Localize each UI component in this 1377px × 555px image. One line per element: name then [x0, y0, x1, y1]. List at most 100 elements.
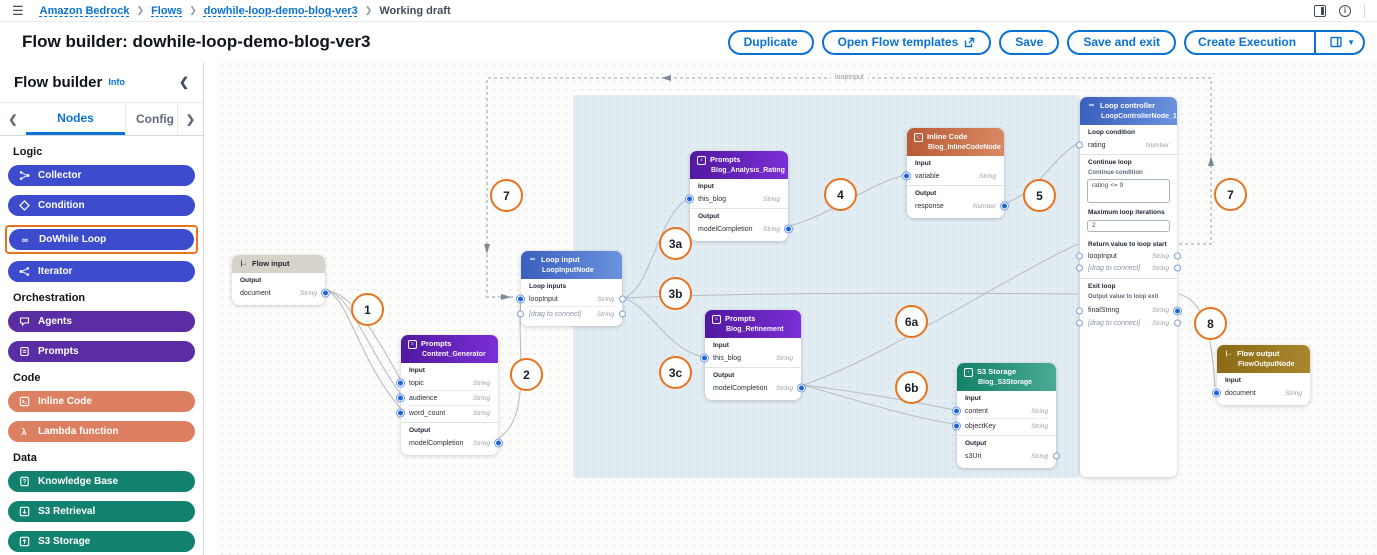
- sidebar-item-collector[interactable]: Collector: [8, 165, 195, 186]
- output-port[interactable]: [1053, 452, 1060, 460]
- output-port[interactable]: [619, 310, 626, 318]
- input-port[interactable]: [953, 407, 960, 415]
- agents-icon: [18, 316, 30, 328]
- continue-loop-label: Continue loop: [1088, 159, 1132, 166]
- row-type: String: [300, 289, 317, 297]
- sidebar-item-s3-retrieval[interactable]: S3 Retrieval: [8, 501, 195, 522]
- max-iterations-input[interactable]: 2: [1087, 220, 1170, 232]
- continue-condition-input[interactable]: rating <= 9: [1087, 179, 1170, 203]
- step-marker: 3a: [659, 227, 692, 260]
- node-type-label: Loop controller: [1100, 101, 1155, 110]
- info-icon[interactable]: i: [1339, 4, 1351, 17]
- input-port[interactable]: [1076, 307, 1083, 314]
- output-section-label: Output: [409, 427, 431, 434]
- row-type: String: [1031, 407, 1048, 415]
- max-iterations-label: Maximum loop iterations: [1088, 209, 1165, 216]
- save-button[interactable]: Save: [999, 29, 1060, 55]
- node-flow-output[interactable]: |→Flow output FlowOutputNode Input docum…: [1213, 345, 1310, 405]
- output-port[interactable]: [619, 295, 626, 303]
- input-port[interactable]: [397, 394, 404, 402]
- sidebar-item-knowledge-base[interactable]: ? Knowledge Base: [8, 471, 195, 492]
- create-execution-button[interactable]: Create Execution: [1198, 35, 1297, 49]
- breadcrumb-amazon-bedrock[interactable]: Amazon Bedrock: [39, 4, 130, 17]
- input-port[interactable]: [397, 409, 404, 417]
- save-and-exit-button[interactable]: Save and exit: [1067, 29, 1177, 55]
- collapse-sidebar-icon[interactable]: ❮: [178, 75, 189, 89]
- s3-storage-icon: ↑: [964, 367, 973, 377]
- node-s3-storage[interactable]: ↑S3 Storage Blog_S3Storage Input content…: [953, 363, 1060, 468]
- page-header: Flow builder: dowhile-loop-demo-blog-ver…: [0, 22, 1377, 62]
- input-port[interactable]: [1076, 264, 1083, 272]
- info-link[interactable]: Info: [108, 77, 125, 87]
- breadcrumb-flow-name[interactable]: dowhile-loop-demo-blog-ver3: [203, 4, 358, 17]
- output-port[interactable]: [1174, 252, 1181, 260]
- node-name-label: Blog_S3Storage: [978, 379, 1033, 386]
- sidebar-item-prompts[interactable]: Prompts: [8, 341, 195, 362]
- external-link-icon: [965, 37, 975, 47]
- node-name-label: Blog_Analysis_Rating: [711, 167, 785, 174]
- step-marker: 3c: [659, 356, 692, 389]
- sidebar-item-iterator[interactable]: Iterator: [8, 261, 195, 282]
- breadcrumb-separator: ❯: [364, 5, 373, 15]
- inline-code-icon: ›_: [914, 132, 923, 142]
- node-name-label: LoopInputNode: [542, 267, 594, 274]
- sidebar-item-lambda-function[interactable]: λ Lambda function: [8, 421, 195, 442]
- hamburger-menu-icon[interactable]: ☰: [12, 2, 24, 18]
- input-section-label: Input: [713, 342, 729, 349]
- input-port[interactable]: [686, 195, 693, 203]
- node-loop-controller[interactable]: ∞Loop controller LoopControllerNode_1 Lo…: [1076, 97, 1181, 477]
- sidebar-item-dowhile-loop[interactable]: ∞ DoWhile Loop: [9, 229, 194, 250]
- node-blog-refinement[interactable]: ≡Prompts Blog_Refinement Input this_blog…: [701, 310, 805, 400]
- output-port[interactable]: [1001, 202, 1008, 210]
- step-marker: 5: [1023, 179, 1056, 212]
- sidebar-item-condition[interactable]: Condition: [8, 195, 195, 216]
- loop-inputs-section-label: Loop inputs: [529, 283, 567, 290]
- output-port[interactable]: [1174, 264, 1181, 272]
- execution-options-button[interactable]: ▼: [1322, 32, 1363, 53]
- input-port[interactable]: [517, 295, 524, 303]
- step-marker: 4: [824, 178, 857, 211]
- input-port[interactable]: [1076, 252, 1083, 260]
- node-inline-code[interactable]: ›_Inline Code Blog_InlineCodeNode Input …: [903, 128, 1008, 218]
- tab-nodes[interactable]: Nodes: [26, 103, 125, 135]
- row-type: String: [763, 225, 780, 233]
- tab-scroll-left-icon[interactable]: ❮: [8, 113, 18, 126]
- input-port[interactable]: [397, 379, 404, 387]
- input-port[interactable]: [1076, 141, 1083, 149]
- node-loop-input[interactable]: ∞Loop input LoopInputNode Loop inputs lo…: [517, 251, 626, 326]
- input-port[interactable]: [701, 354, 708, 362]
- row-name: [drag to connect]: [1088, 264, 1141, 272]
- input-port[interactable]: [517, 310, 524, 318]
- knowledge-base-icon: ?: [18, 476, 30, 488]
- breadcrumb-flows[interactable]: Flows: [151, 4, 183, 17]
- open-flow-templates-button[interactable]: Open Flow templates: [821, 29, 992, 55]
- step-marker: 2: [510, 358, 543, 391]
- side-panel-icon[interactable]: [1314, 4, 1326, 17]
- breadcrumb-bar: ☰ Amazon Bedrock ❯ Flows ❯ dowhile-loop-…: [0, 0, 1377, 22]
- output-port[interactable]: [495, 439, 502, 447]
- node-blog-analysis-rating[interactable]: ≡Prompts Blog_Analysis_Rating Input this…: [686, 151, 792, 241]
- input-port[interactable]: [903, 172, 910, 180]
- sidebar-item-inline-code[interactable]: Inline Code: [8, 391, 195, 412]
- input-port[interactable]: [1076, 319, 1083, 327]
- sidebar-item-agents[interactable]: Agents: [8, 311, 195, 332]
- breadcrumb-working-draft: Working draft: [379, 4, 451, 17]
- sidebar-item-s3-storage[interactable]: S3 Storage: [8, 531, 195, 552]
- output-port[interactable]: [1174, 307, 1181, 314]
- output-port[interactable]: [1174, 319, 1181, 327]
- sidebar-item-label: S3 Retrieval: [38, 506, 96, 517]
- tab-scroll-right-icon[interactable]: ❯: [177, 103, 203, 135]
- tab-config[interactable]: Config: [125, 103, 177, 135]
- output-port[interactable]: [798, 384, 805, 392]
- section-label-logic: Logic: [13, 146, 43, 158]
- row-name: response: [915, 202, 944, 210]
- step-marker: 3b: [659, 277, 692, 310]
- output-port[interactable]: [785, 225, 792, 233]
- row-name: s3Uri: [965, 452, 982, 460]
- input-port[interactable]: [953, 422, 960, 430]
- output-port[interactable]: [322, 289, 329, 297]
- input-port[interactable]: [1213, 389, 1220, 397]
- duplicate-button[interactable]: Duplicate: [727, 29, 814, 55]
